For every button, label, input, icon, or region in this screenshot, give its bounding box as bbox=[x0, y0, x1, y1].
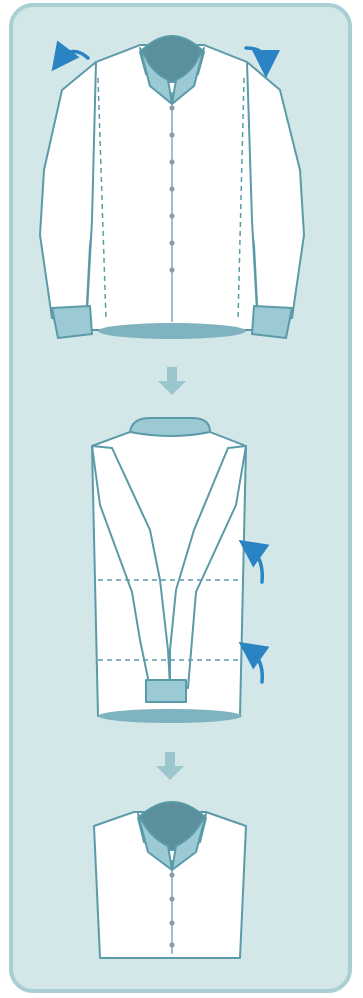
folded-cuff bbox=[146, 680, 186, 702]
hem-shadow bbox=[98, 323, 246, 339]
right-cuff bbox=[252, 306, 292, 338]
step-3-folded-shirt bbox=[94, 802, 246, 958]
step-1-shirt-front bbox=[40, 36, 304, 339]
left-cuff bbox=[52, 306, 92, 338]
back-collar bbox=[130, 418, 210, 436]
step-2-shirt-back bbox=[92, 418, 262, 723]
back-hem-shadow bbox=[98, 709, 242, 723]
